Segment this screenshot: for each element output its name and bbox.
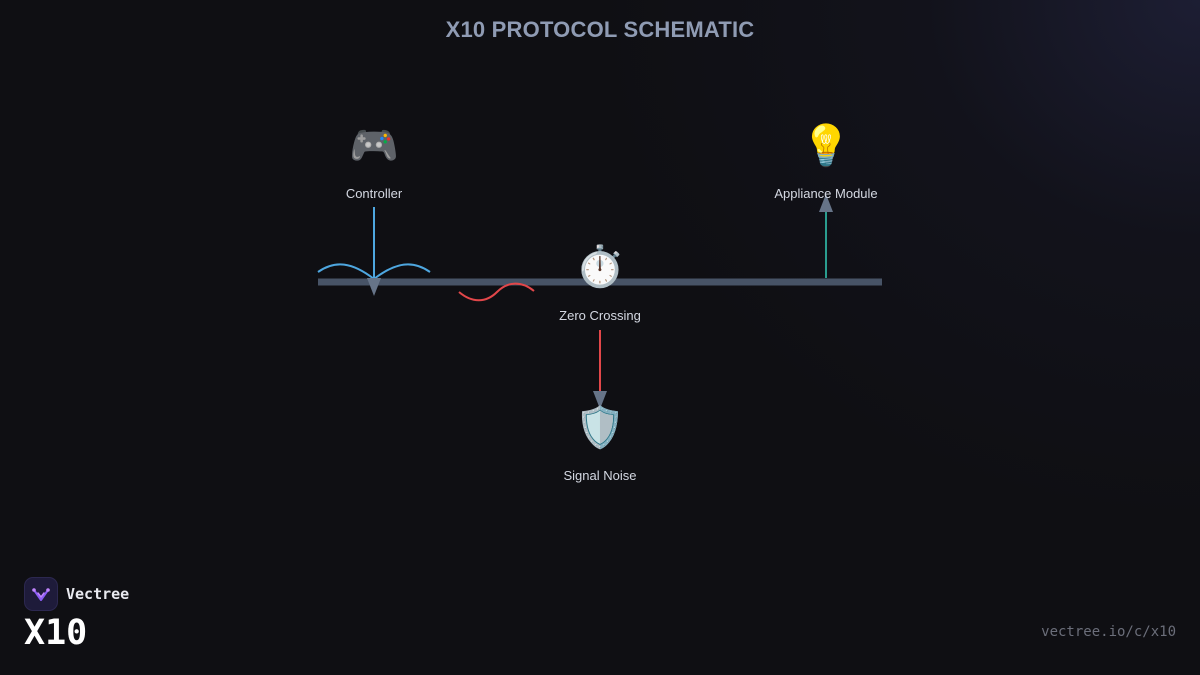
stopwatch-icon: ⏱️ [575,244,625,290]
appliance-arrow-head [819,194,833,212]
zero-crossing-label: Zero Crossing [559,308,641,323]
diagram-title: X10 PROTOCOL SCHEMATIC [445,17,755,42]
brand-name: Vectree [66,585,130,603]
vectree-logo-glyph [32,588,50,601]
appliance-module-label: Appliance Module [774,186,878,201]
lightbulb-icon: 💡 [801,123,851,169]
controller-label: Controller [345,186,403,201]
shield-icon: 🛡️ [575,405,625,451]
signal-noise-label: Signal Noise [563,468,637,483]
vectree-logo-icon [24,577,58,611]
brand: Vectree [24,577,129,611]
controller-arrow-head [367,278,381,296]
noise-arrow-head [593,391,607,409]
product-title: X10 [24,613,88,653]
noise-wave [458,282,535,302]
gamepad-icon: 🎮 [349,123,399,169]
source-url: vectree.io/c/x10 [1041,624,1176,640]
